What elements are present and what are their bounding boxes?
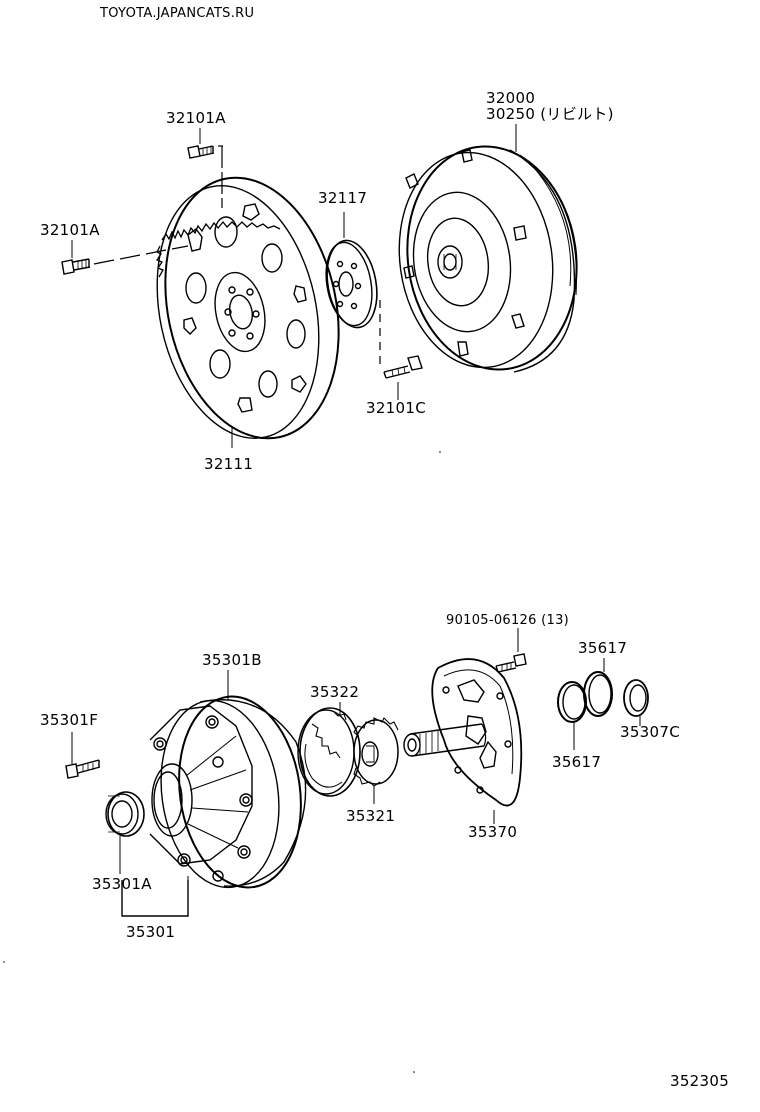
ring-35307C[interactable] [624,680,648,716]
label-35301A[interactable]: 35301A [92,875,152,893]
bolt-90105-06126[interactable] [496,654,526,672]
bracket-35301 [122,880,188,916]
label-35617-top[interactable]: 35617 [578,639,628,657]
label-35322[interactable]: 35322 [310,683,360,701]
oil-pump-body-35301B[interactable] [149,689,312,896]
bolt-35301F[interactable] [66,760,100,778]
watermark-text: TOYOTA.JAPANCATS.RU [100,6,255,21]
label-30250[interactable]: 30250 (リビルト) [486,105,614,123]
label-32111[interactable]: 32111 [204,455,254,473]
seal-ring-35617-a[interactable] [558,682,586,722]
label-35617-bottom[interactable]: 35617 [552,753,602,771]
bolt-32101A-top[interactable] [188,146,214,158]
bolt-32101A-left[interactable] [62,259,90,274]
seal-ring-35617-b[interactable] [584,672,612,716]
label-35307C[interactable]: 35307C [620,723,680,741]
driven-gear-35322[interactable] [298,708,360,796]
label-35301B[interactable]: 35301B [202,651,262,669]
label-32101C[interactable]: 32101C [366,399,426,417]
bolt-32101C[interactable] [384,356,422,378]
stator-shaft-35370[interactable] [404,659,521,806]
label-32101A-top[interactable]: 32101A [166,109,226,127]
label-35301[interactable]: 35301 [126,923,176,941]
diagram-id: 352305 [670,1072,730,1090]
label-35321[interactable]: 35321 [346,807,396,825]
label-32117[interactable]: 32117 [318,189,368,207]
oil-seal-35301A[interactable] [106,792,144,836]
label-32101A-left[interactable]: 32101A [40,221,100,239]
spacer-plate-32117[interactable] [320,237,383,332]
label-90105-06126[interactable]: 90105-06126 (13) [446,613,570,628]
drive-plate-32111[interactable] [135,161,362,454]
label-35301F[interactable]: 35301F [40,711,99,729]
label-32000[interactable]: 32000 [486,89,536,107]
torque-converter-32000[interactable] [386,135,591,380]
leader-dashed-left [94,246,188,264]
label-35370[interactable]: 35370 [468,823,518,841]
